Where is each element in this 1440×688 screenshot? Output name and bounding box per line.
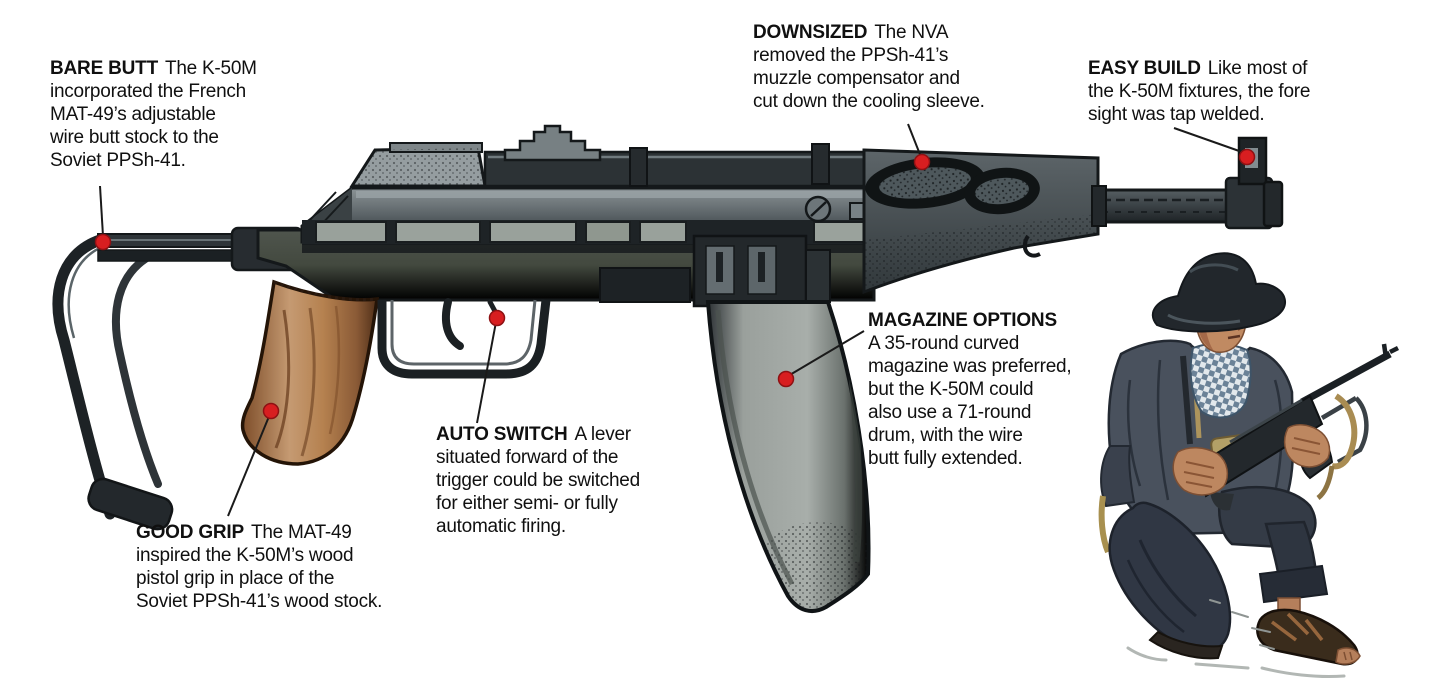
cooling-slot-small xyxy=(964,167,1040,215)
rear-sight xyxy=(503,124,602,162)
support-hand xyxy=(1283,424,1331,468)
held-gun-grip xyxy=(1210,492,1234,511)
leader-lines xyxy=(99,123,1243,517)
cooling-slot-large xyxy=(865,157,985,209)
leader-line-bare-butt xyxy=(99,185,104,237)
pistol-grip xyxy=(240,279,380,466)
callout-text: Like most of the K-50M fixtures, the for… xyxy=(1088,58,1311,125)
trigger-guard xyxy=(377,298,551,379)
callout-label: MAGAZINE OPTIONS xyxy=(868,310,1057,331)
callout-text: The K-50M incorporated the French MAT-49… xyxy=(50,58,257,171)
magazine-assembly xyxy=(692,234,871,613)
ejection-post-left xyxy=(629,147,648,187)
callout-text: The MAT-49 inspired the K-50M’s wood pis… xyxy=(136,522,383,612)
callout-dots xyxy=(94,148,1256,420)
pant-cuff xyxy=(1258,564,1329,604)
held-gun-barrel xyxy=(1300,350,1392,406)
barrel-group xyxy=(1091,136,1284,230)
dot-easy-build xyxy=(1238,148,1256,166)
dot-bare-butt xyxy=(94,233,112,251)
checked-scarf xyxy=(1189,342,1252,419)
barrel xyxy=(1094,188,1248,224)
callout-text: A lever situated forward of the trigger … xyxy=(436,424,640,537)
sling-loop xyxy=(1022,234,1041,258)
mag-release xyxy=(805,249,831,303)
sandal xyxy=(1256,608,1359,666)
suspender-strap xyxy=(1180,355,1193,445)
leader-line-easy-build xyxy=(1173,127,1243,153)
leader-line-magazine xyxy=(787,330,865,377)
callout-text: A 35-round curved magazine was preferred… xyxy=(868,333,1072,469)
toes xyxy=(1335,647,1361,665)
trigger xyxy=(441,298,464,350)
soldier-illustration xyxy=(1098,252,1400,679)
dot-downsized xyxy=(913,153,931,171)
mouth xyxy=(1227,334,1241,340)
ejection-post-right xyxy=(811,143,830,185)
cooling-sleeve xyxy=(862,148,1100,295)
held-gun-wire-stock xyxy=(1320,396,1369,464)
dot-good-grip xyxy=(262,402,280,420)
leader-line-auto-switch xyxy=(476,321,497,424)
leader-line-good-grip xyxy=(227,413,271,517)
dot-auto-switch xyxy=(488,309,506,327)
callout-label: BARE BUTT xyxy=(50,58,158,79)
hip-pack xyxy=(1100,445,1136,508)
ground-shadow xyxy=(1126,599,1346,679)
callout-magazine-options: MAGAZINE OPTIONS A 35-round curved magaz… xyxy=(868,309,1103,470)
k50m-gun-illustration xyxy=(52,124,1284,613)
callout-label: AUTO SWITCH xyxy=(436,424,568,445)
rear-foot xyxy=(1148,630,1224,660)
held-gun-front-sight xyxy=(1381,343,1400,359)
callout-label: EASY BUILD xyxy=(1088,58,1201,79)
kneeling-knee xyxy=(1108,501,1232,653)
butt-plate xyxy=(87,477,174,531)
selector-housing xyxy=(599,267,691,303)
sandal-straps xyxy=(1270,612,1324,642)
callout-label: DOWNSIZED xyxy=(753,22,868,43)
dot-magazine xyxy=(777,370,795,388)
muzzle xyxy=(1262,180,1284,228)
held-gun-sling xyxy=(1331,393,1358,470)
wood-grain xyxy=(274,309,291,449)
boonie-hat xyxy=(1151,252,1286,333)
trigger-hand xyxy=(1172,447,1229,496)
leader-line-downsized xyxy=(907,123,922,158)
callout-label: GOOD GRIP xyxy=(136,522,244,543)
callout-text: The NVA removed the PPSh-41’s muzzle com… xyxy=(753,22,985,112)
hanging-strap xyxy=(1098,495,1111,554)
